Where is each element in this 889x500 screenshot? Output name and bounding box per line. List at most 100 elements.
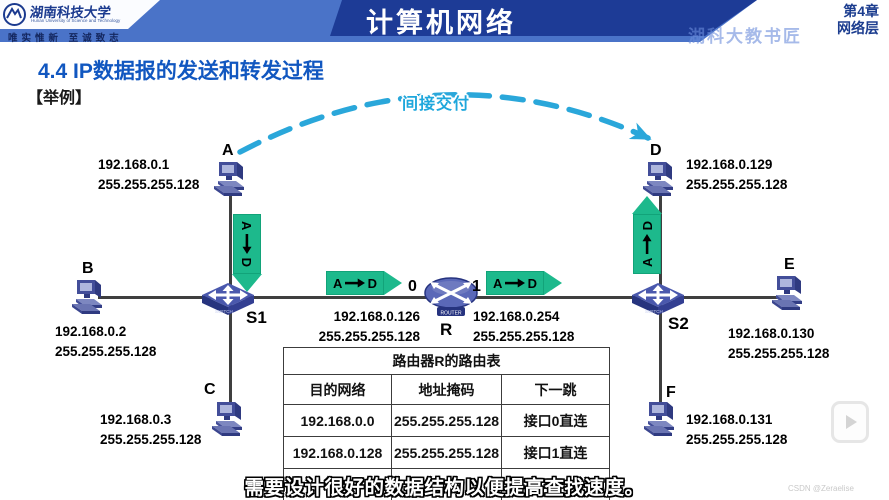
router-if0-address: 192.168.0.126 255.255.255.128 xyxy=(316,307,420,346)
table-cell: 192.168.0.128 xyxy=(283,436,392,469)
link-s2-hostF xyxy=(659,300,662,404)
ip-address: 192.168.0.131 xyxy=(686,412,773,427)
switch-label-s1: S1 xyxy=(246,308,267,327)
chapter-indicator: 第4章 网络层 xyxy=(837,3,879,37)
host-f-address: 192.168.0.131 255.255.255.128 xyxy=(686,410,787,449)
arrow-right-icon xyxy=(242,234,252,254)
university-name-en: Hunan University of Science and Technolo… xyxy=(31,18,121,23)
host-label-a: A xyxy=(222,142,234,159)
flow-src: A xyxy=(639,257,655,267)
subnet-mask: 255.255.255.128 xyxy=(686,176,788,192)
subnet-mask: 255.255.255.128 xyxy=(686,431,788,447)
host-b-address: 192.168.0.2 255.255.255.128 xyxy=(55,322,156,361)
header-title-banner: 计算机网络 xyxy=(330,0,757,36)
ip-address: 192.168.0.130 xyxy=(728,326,815,341)
flow-src: A xyxy=(239,221,255,231)
link-s1-hostC xyxy=(229,300,232,404)
flow-arrowhead-down-icon xyxy=(232,274,262,292)
flow-arrowhead-right-icon xyxy=(544,271,562,295)
host-computer-icon-e xyxy=(768,272,808,319)
table-row xyxy=(283,468,610,500)
host-label-e: E xyxy=(784,256,795,273)
flow-dst: D xyxy=(527,275,537,291)
flow-arrowhead-right-icon xyxy=(384,271,402,295)
host-computer-icon-a xyxy=(210,158,250,205)
switch-icon-s1: SWITCH xyxy=(202,282,254,325)
routing-table-title: 路由器R的路由表 xyxy=(283,347,610,375)
subnet-mask: 255.255.255.128 xyxy=(473,328,575,344)
host-c-address: 192.168.0.3 255.255.255.128 xyxy=(100,410,201,449)
csdn-watermark: CSDN @Zeraelise xyxy=(788,484,854,493)
university-motto: 唯实惟新 至诚致志 xyxy=(8,33,123,44)
flow-arrow-s2-to-d: A D xyxy=(633,214,661,274)
arrow-right-icon xyxy=(505,278,525,288)
ip-address: 192.168.0.129 xyxy=(686,157,773,172)
indirect-delivery-label: 间接交付 xyxy=(402,96,471,113)
arrow-right-icon xyxy=(642,234,652,254)
router-interface-1: 1 xyxy=(472,278,481,295)
university-logo-icon xyxy=(3,3,26,26)
flow-dst: D xyxy=(239,257,255,267)
host-e-address: 192.168.0.130 255.255.255.128 xyxy=(728,324,829,363)
flow-arrowhead-up-icon xyxy=(632,196,662,214)
router-label: R xyxy=(440,320,453,339)
course-title: 计算机网络 xyxy=(366,8,516,38)
router-icon: ROUTER xyxy=(423,276,479,327)
subnet-mask: 255.255.255.128 xyxy=(98,176,200,192)
router-if1-address: 192.168.0.254 255.255.255.128 xyxy=(473,307,574,346)
flow-dst: D xyxy=(367,275,377,291)
switch-icon-label: SWITCH xyxy=(215,309,233,314)
example-label: 【举例】 xyxy=(27,90,92,107)
host-computer-icon-b xyxy=(68,276,108,323)
table-row: 192.168.0.128 255.255.255.128 接口1直连 xyxy=(283,436,610,469)
header-watermark: 湖科大教书匠 xyxy=(688,27,802,46)
header-bar: 计算机网络 湖南科技大学 Hunan University of Science… xyxy=(0,0,889,46)
router-interface-0: 0 xyxy=(408,278,417,295)
ip-address: 192.168.0.254 xyxy=(473,309,560,324)
host-computer-icon-c xyxy=(208,398,248,445)
host-label-c: C xyxy=(204,381,216,398)
table-row: 192.168.0.0 255.255.255.128 接口0直连 xyxy=(283,404,610,437)
chapter-name: 网络层 xyxy=(837,20,879,36)
university-logo-panel: 湖南科技大学 Hunan University of Science and T… xyxy=(0,0,160,29)
subnet-mask: 255.255.255.128 xyxy=(728,345,830,361)
host-computer-icon-d xyxy=(639,158,679,205)
table-cell: 192.168.0.0 xyxy=(283,404,392,437)
link-hostA-s1 xyxy=(229,196,232,297)
arc-arrowhead-icon xyxy=(628,122,652,140)
switch-icon-label: SWITCH xyxy=(645,309,663,314)
flow-arrow-s1-to-router: A D xyxy=(326,271,384,295)
arrow-right-icon xyxy=(345,278,365,288)
subnet-mask: 255.255.255.128 xyxy=(318,328,420,344)
flow-arrow-a-to-s1: A D xyxy=(233,214,261,274)
host-d-address: 192.168.0.129 255.255.255.128 xyxy=(686,155,787,194)
host-label-d: D xyxy=(650,142,662,159)
ip-address: 192.168.0.3 xyxy=(100,412,172,427)
column-header: 地址掩码 xyxy=(391,374,502,405)
flow-src: A xyxy=(333,275,343,291)
ip-address: 192.168.0.126 xyxy=(333,309,420,324)
flow-dst: D xyxy=(639,221,655,231)
router-icon-label: ROUTER xyxy=(440,311,462,317)
routing-table: 路由器R的路由表 目的网络 地址掩码 下一跳 192.168.0.0 255.2… xyxy=(283,347,610,500)
table-cell: 255.255.255.128 xyxy=(391,404,502,437)
table-cell: 255.255.255.128 xyxy=(391,436,502,469)
subnet-mask: 255.255.255.128 xyxy=(100,431,202,447)
table-empty-cell xyxy=(391,468,502,500)
video-play-button[interactable] xyxy=(831,401,869,443)
table-empty-cell xyxy=(283,468,392,500)
flow-arrow-router-to-s2: A D xyxy=(486,271,544,295)
ip-address: 192.168.0.1 xyxy=(98,157,170,172)
flow-src: A xyxy=(493,275,503,291)
switch-label-s2: S2 xyxy=(668,314,689,333)
table-row: 路由器R的路由表 xyxy=(283,347,610,375)
column-header: 目的网络 xyxy=(283,374,392,405)
subnet-mask: 255.255.255.128 xyxy=(55,343,157,359)
table-empty-cell xyxy=(501,468,610,500)
table-cell: 接口1直连 xyxy=(501,436,610,469)
caption-subtitle: 需要设计很好的数据结构以便提高查找速度。 xyxy=(244,477,645,499)
host-label-f: F xyxy=(666,384,676,401)
host-computer-icon-f xyxy=(640,398,680,445)
host-a-address: 192.168.0.1 255.255.255.128 xyxy=(98,155,199,194)
